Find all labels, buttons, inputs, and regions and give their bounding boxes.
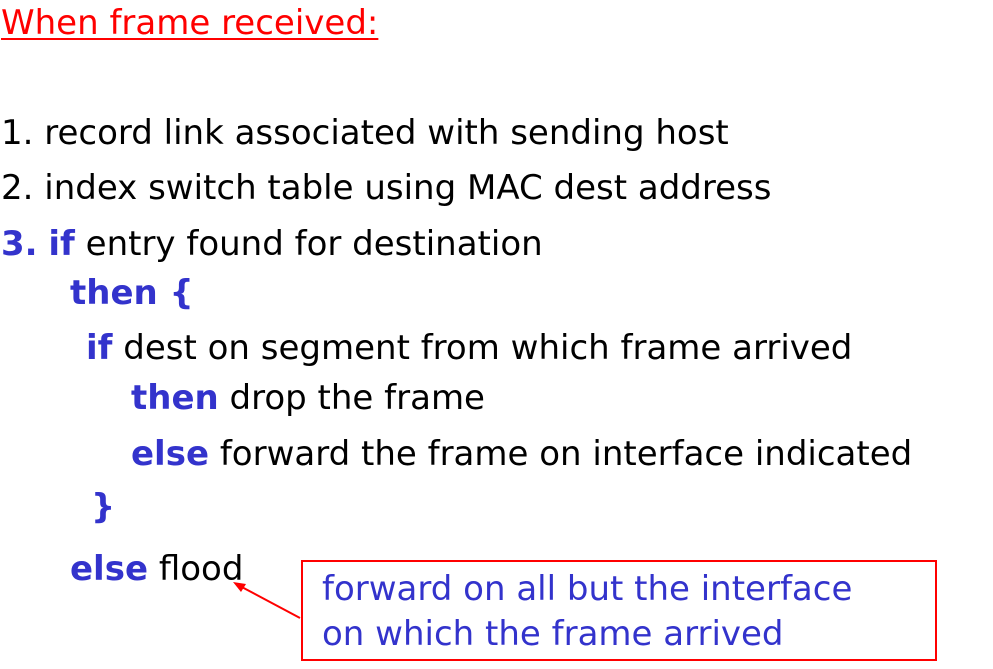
inner-then-line: then drop the frame (131, 381, 485, 415)
inner-else-action: forward the frame on interface indicated (219, 434, 913, 474)
else-keyword: else (70, 549, 149, 589)
if-keyword: if (48, 224, 75, 264)
inner-else-line: else forward the frame on interface indi… (131, 437, 912, 471)
then-keyword: then { (70, 273, 194, 313)
inner-if-keyword: if (86, 328, 113, 368)
inner-else-keyword: else (131, 434, 210, 474)
page-heading: When frame received: (1, 3, 379, 43)
callout-line-1: forward on all but the interface (322, 569, 853, 609)
step-2-text: 2. index switch table using MAC dest add… (1, 168, 772, 208)
else-flood-line: else flood (70, 552, 243, 586)
step-1-text: 1. record link associated with sending h… (1, 113, 729, 153)
inner-then-keyword: then (131, 378, 219, 418)
close-brace: } (91, 487, 116, 527)
inner-if-line: if dest on segment from which frame arri… (86, 331, 852, 365)
flood-text: flood (158, 549, 244, 589)
inner-if-condition: dest on segment from which frame arrived (123, 328, 853, 368)
step-3-line: 3. if entry found for destination (1, 227, 543, 261)
step-3-condition: entry found for destination (85, 224, 543, 264)
callout-line-2: on which the frame arrived (322, 614, 784, 654)
step-3-number: 3. (1, 224, 38, 264)
callout-box: forward on all but the interface on whic… (301, 560, 937, 661)
inner-then-action: drop the frame (229, 378, 485, 418)
